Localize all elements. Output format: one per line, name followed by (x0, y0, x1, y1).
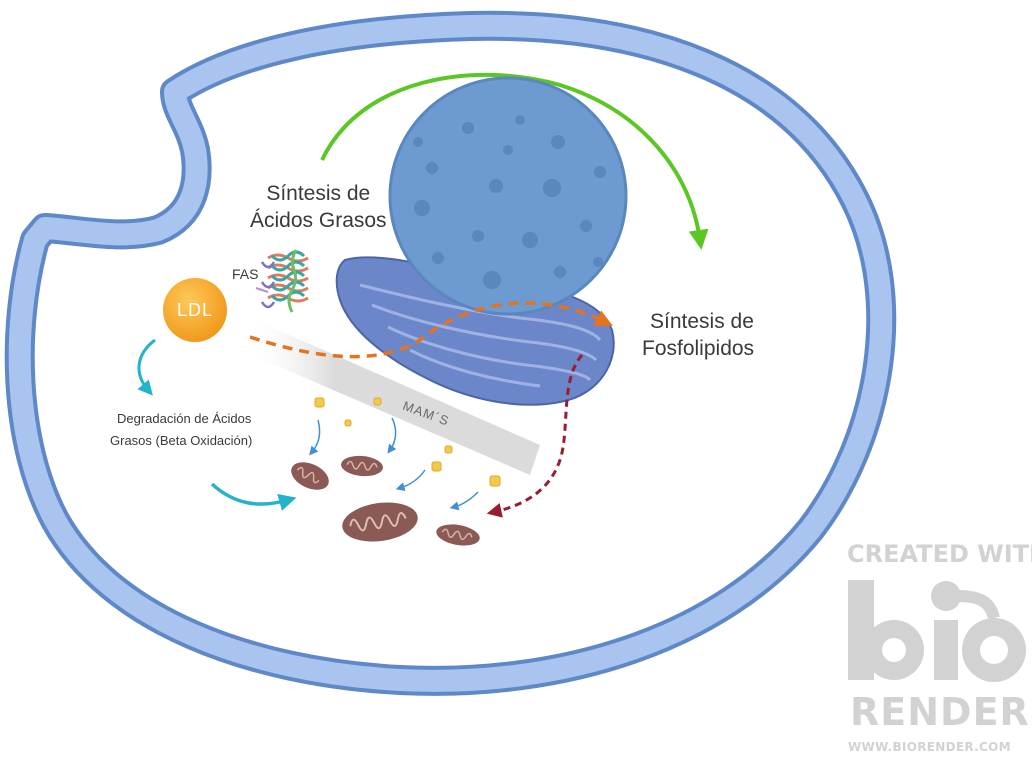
phospholipid-synthesis-label: Síntesis de Fosfolipidos (650, 308, 754, 362)
nucleus-icon (390, 78, 626, 314)
ldl-label: LDL (163, 284, 227, 336)
biorender-logo: CREATED WITH RENDER WWW.BIORENDER.COM (842, 540, 1032, 761)
watermark-url: WWW.BIORENDER.COM (848, 740, 1011, 754)
degradation-line-1: Degradación de Ácidos (110, 408, 252, 430)
watermark-render: RENDER (850, 690, 1030, 734)
fatty-acid-synthesis-line-1: Síntesis de (250, 180, 387, 207)
bio-logo-mark (842, 572, 1032, 687)
mitochondrion-icon (287, 454, 482, 548)
fatty-acid-synthesis-line-2: Ácidos Grasos (250, 207, 387, 234)
degradation-line-2: Grasos (Beta Oxidación) (110, 430, 252, 452)
fas-label: FAS (232, 266, 258, 282)
cyan-arrow-degradation (212, 484, 288, 504)
phospholipid-synthesis-line-1: Síntesis de (650, 308, 754, 335)
cyan-arrow-ldl (139, 340, 155, 390)
watermark-created-with: CREATED WITH (847, 540, 1032, 568)
fas-protein-icon (256, 250, 308, 312)
fatty-acid-synthesis-label: Síntesis de Ácidos Grasos (250, 180, 387, 234)
degradation-label: Degradación de Ácidos Grasos (Beta Oxida… (110, 408, 252, 452)
phospholipid-synthesis-line-2: Fosfolipidos (642, 335, 754, 362)
